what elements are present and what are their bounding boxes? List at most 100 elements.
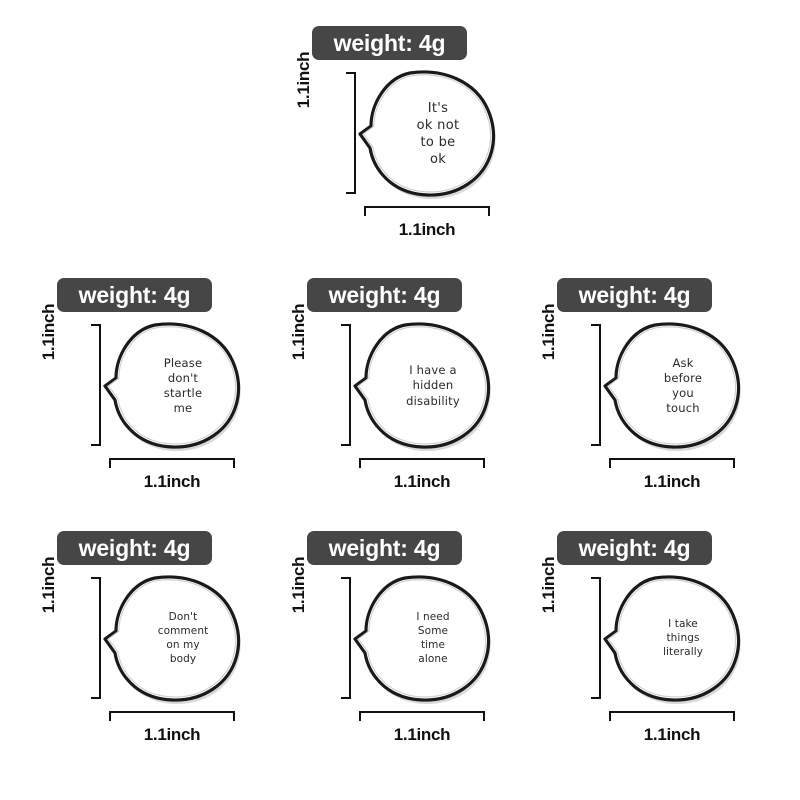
height-caliper bbox=[87, 324, 101, 446]
pin-slogan-line: startle bbox=[163, 386, 203, 400]
height-measurement-label: 1.1inch bbox=[294, 51, 313, 109]
pin-slogan-line: Please bbox=[163, 355, 203, 370]
width-measurement-label: 1.1inch bbox=[398, 220, 456, 239]
pin-slogan-line: me bbox=[173, 401, 193, 416]
weight-badge: weight: 4g bbox=[312, 26, 467, 60]
caliper-end-cap bbox=[733, 458, 735, 468]
caliper-end-cap bbox=[359, 711, 361, 721]
speech-bubble-icon bbox=[358, 70, 496, 200]
weight-badge: weight: 4g bbox=[57, 531, 212, 565]
pin-slogan-line: I take bbox=[668, 618, 698, 631]
caliper-end-cap bbox=[91, 697, 101, 699]
caliper-end-cap bbox=[91, 324, 101, 326]
width-caliper bbox=[109, 458, 235, 470]
pin-slogan-line: Don't bbox=[168, 611, 198, 624]
width-caliper bbox=[359, 458, 485, 470]
caliper-end-cap bbox=[483, 458, 485, 468]
caliper-end-cap bbox=[591, 697, 601, 699]
speech-bubble-icon bbox=[603, 322, 741, 452]
pin-slogan-line: things bbox=[666, 632, 700, 645]
speech-bubble-icon bbox=[353, 575, 491, 705]
pin-slogan-line: you bbox=[672, 386, 694, 400]
pin-slogan-line: before bbox=[663, 370, 703, 385]
caliper-end-cap bbox=[591, 577, 601, 579]
caliper-end-cap bbox=[346, 192, 356, 194]
speech-bubble-icon bbox=[603, 575, 741, 705]
speech-bubble-icon bbox=[103, 575, 241, 705]
height-caliper bbox=[337, 577, 351, 699]
caliper-bar bbox=[609, 458, 735, 460]
caliper-end-cap bbox=[233, 711, 235, 721]
width-caliper bbox=[609, 458, 735, 470]
caliper-bar bbox=[349, 324, 351, 446]
pin-slogan-line: disability bbox=[406, 393, 460, 408]
width-measurement-label: 1.1inch bbox=[143, 472, 201, 491]
caliper-end-cap bbox=[359, 458, 361, 468]
pin-slogan-line: It's bbox=[427, 100, 449, 116]
pin-slogan-line: ok not bbox=[416, 117, 460, 133]
caliper-end-cap bbox=[341, 324, 351, 326]
pin-slogan-line: on my bbox=[166, 639, 200, 651]
caliper-end-cap bbox=[109, 458, 111, 468]
caliper-bar bbox=[349, 577, 351, 699]
caliper-end-cap bbox=[346, 72, 356, 74]
caliper-bar bbox=[109, 458, 235, 460]
weight-badge: weight: 4g bbox=[307, 278, 462, 312]
width-measurement-label: 1.1inch bbox=[643, 725, 701, 744]
weight-badge: weight: 4g bbox=[57, 278, 212, 312]
width-measurement-label: 1.1inch bbox=[393, 725, 451, 744]
width-measurement-label: 1.1inch bbox=[643, 472, 701, 491]
width-caliper bbox=[609, 711, 735, 723]
pin-slogan-line: to be bbox=[420, 135, 456, 150]
height-measurement-label: 1.1inch bbox=[39, 303, 58, 361]
width-caliper bbox=[359, 711, 485, 723]
width-caliper bbox=[109, 711, 235, 723]
caliper-bar bbox=[99, 577, 101, 699]
pin-slogan-line: alone bbox=[418, 652, 448, 665]
caliper-end-cap bbox=[364, 206, 366, 216]
weight-badge: weight: 4g bbox=[557, 278, 712, 312]
speech-bubble-icon bbox=[103, 322, 241, 452]
caliper-bar bbox=[609, 711, 735, 713]
pin-slogan-line: Ask bbox=[672, 355, 694, 370]
weight-badge: weight: 4g bbox=[557, 531, 712, 565]
pin-slogan-line: Some bbox=[417, 625, 449, 638]
caliper-end-cap bbox=[609, 711, 611, 721]
height-measurement-label: 1.1inch bbox=[289, 303, 308, 361]
height-caliper bbox=[87, 577, 101, 699]
pin-slogan-line: body bbox=[169, 652, 197, 665]
caliper-end-cap bbox=[591, 444, 601, 446]
caliper-bar bbox=[109, 711, 235, 713]
height-caliper bbox=[342, 72, 356, 194]
height-caliper bbox=[587, 324, 601, 446]
caliper-bar bbox=[99, 324, 101, 446]
pin-slogan-line: I need bbox=[416, 611, 450, 624]
caliper-end-cap bbox=[109, 711, 111, 721]
caliper-bar bbox=[359, 711, 485, 713]
caliper-bar bbox=[364, 206, 490, 208]
pin-slogan-line: ok bbox=[429, 152, 447, 168]
caliper-bar bbox=[599, 577, 601, 699]
pin-slogan-line: time bbox=[420, 639, 446, 651]
caliper-end-cap bbox=[733, 711, 735, 721]
caliper-bar bbox=[354, 72, 356, 194]
pin-slogan-line: comment bbox=[157, 625, 209, 638]
width-measurement-label: 1.1inch bbox=[143, 725, 201, 744]
pin-slogan-line: touch bbox=[666, 401, 700, 416]
height-caliper bbox=[587, 577, 601, 699]
